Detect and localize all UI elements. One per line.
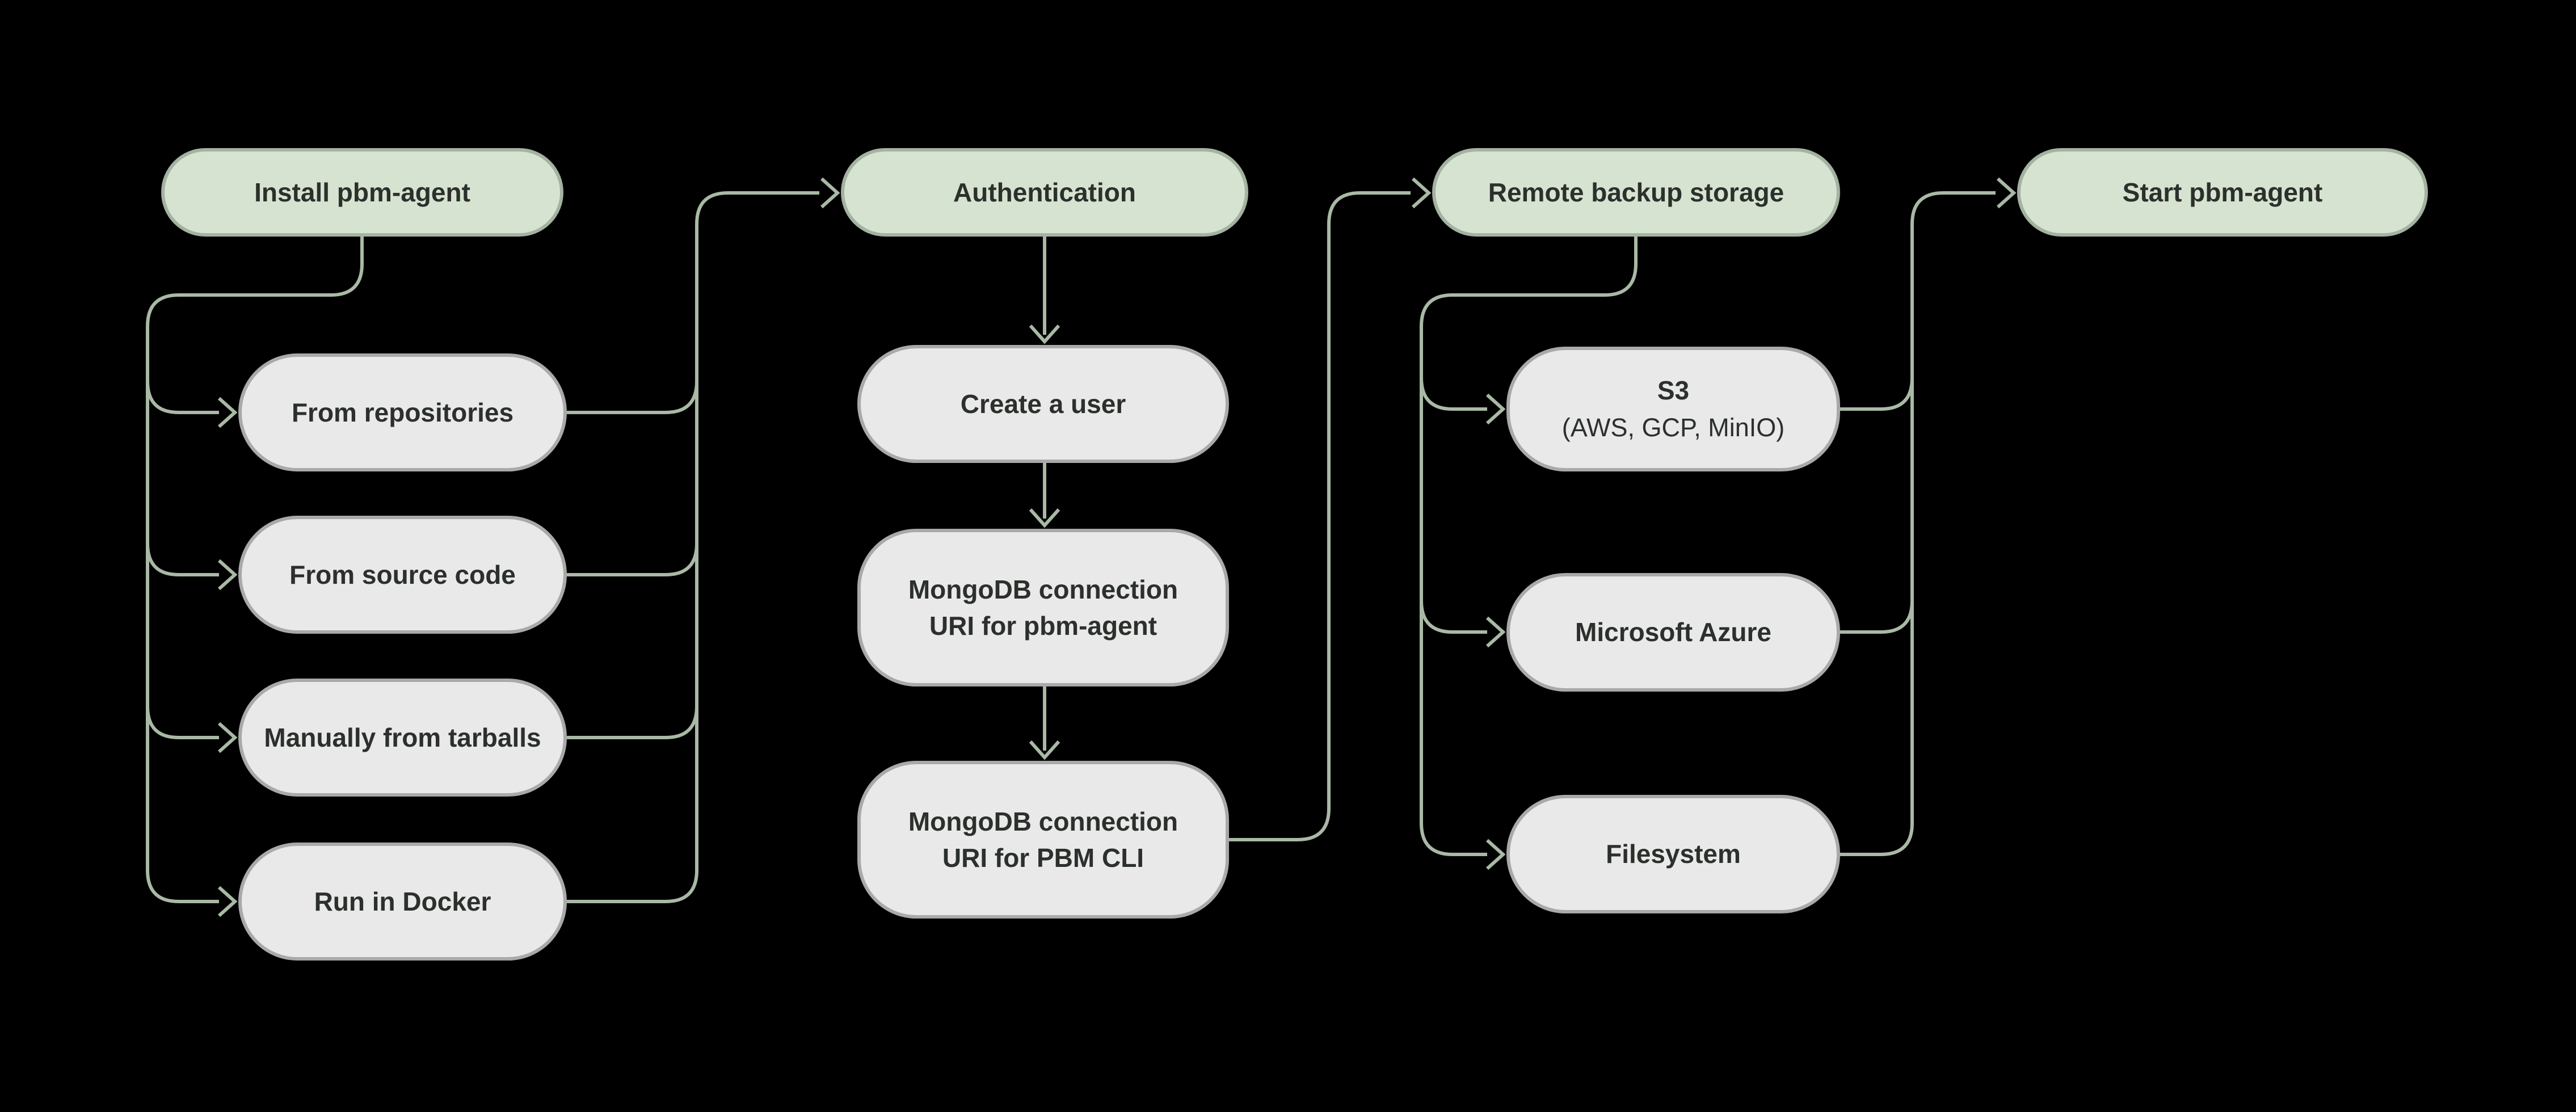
arrowhead-filesystem bbox=[1486, 839, 1506, 870]
node-label: MongoDB connection URI for PBM CLI bbox=[908, 806, 1178, 873]
arrowhead-repositories bbox=[218, 397, 238, 428]
arrowhead-remote-storage bbox=[1412, 177, 1432, 209]
node-mongodb-uri-pbm-cli: MongoDB connection URI for PBM CLI bbox=[857, 761, 1229, 919]
node-label: Filesystem bbox=[1606, 839, 1741, 869]
arrowhead-source-code bbox=[218, 559, 238, 591]
node-label: MongoDB connection URI for pbm-agent bbox=[908, 574, 1178, 641]
node-filesystem: Filesystem bbox=[1506, 795, 1840, 913]
edge-azure-join bbox=[1840, 600, 1914, 634]
node-mongodb-uri-pbm-agent: MongoDB connection URI for pbm-agent bbox=[857, 529, 1229, 686]
node-start-pbm-agent: Start pbm-agent bbox=[2017, 148, 2428, 237]
node-label: Install pbm-agent bbox=[254, 177, 470, 207]
edge-filesystem-to-start bbox=[1840, 191, 1996, 856]
arrowhead-s3 bbox=[1486, 393, 1506, 425]
node-microsoft-azure: Microsoft Azure bbox=[1506, 573, 1840, 692]
edge-branch-repositories bbox=[146, 381, 219, 414]
node-label: Create a user bbox=[960, 389, 1126, 419]
edge-repositories-join bbox=[567, 381, 698, 414]
edge-branch-source-code bbox=[146, 543, 219, 576]
node-authentication: Authentication bbox=[841, 148, 1248, 237]
edge-uri-cli-to-remote-storage bbox=[1229, 191, 1411, 841]
edge-branch-tarballs bbox=[146, 706, 219, 739]
arrowhead-uri-agent bbox=[1029, 508, 1060, 528]
edge-s3-join bbox=[1840, 377, 1914, 411]
edge-tarballs-join bbox=[567, 706, 698, 739]
node-label: Microsoft Azure bbox=[1575, 617, 1771, 647]
arrowhead-create-user bbox=[1029, 325, 1060, 344]
arrowhead-azure bbox=[1486, 616, 1506, 648]
node-label: From source code bbox=[289, 559, 516, 589]
node-sublabel: (AWS, GCP, MinIO) bbox=[1561, 412, 1785, 442]
arrowhead-docker bbox=[218, 886, 238, 917]
arrowhead-tarballs bbox=[218, 722, 238, 753]
node-manually-from-tarballs: Manually from tarballs bbox=[238, 679, 567, 797]
edge-branch-azure bbox=[1420, 600, 1487, 634]
edge-docker-to-authentication bbox=[567, 191, 819, 903]
edge-source-code-join bbox=[567, 543, 698, 576]
node-label: Remote backup storage bbox=[1488, 177, 1784, 207]
node-from-repositories: From repositories bbox=[238, 353, 567, 471]
node-create-a-user: Create a user bbox=[857, 345, 1229, 463]
node-label: Authentication bbox=[953, 177, 1136, 207]
node-label: Manually from tarballs bbox=[264, 722, 541, 752]
arrowhead-start bbox=[1997, 177, 2017, 209]
edge-install-to-options-rail bbox=[146, 237, 364, 903]
node-from-source-code: From source code bbox=[238, 516, 567, 634]
arrowhead-uri-cli bbox=[1029, 740, 1060, 760]
node-label: S3 bbox=[1657, 376, 1690, 406]
node-install-pbm-agent: Install pbm-agent bbox=[161, 148, 563, 237]
edge-branch-s3 bbox=[1420, 377, 1487, 411]
node-s3: S3 (AWS, GCP, MinIO) bbox=[1506, 347, 1840, 471]
node-label: Run in Docker bbox=[314, 886, 491, 916]
edge-remote-to-storage-rail bbox=[1420, 237, 1638, 856]
node-run-in-docker: Run in Docker bbox=[238, 843, 567, 961]
arrowhead-authentication bbox=[820, 177, 840, 209]
node-label: Start pbm-agent bbox=[2122, 177, 2323, 207]
node-remote-backup-storage: Remote backup storage bbox=[1432, 148, 1840, 237]
node-label: From repositories bbox=[291, 397, 514, 427]
